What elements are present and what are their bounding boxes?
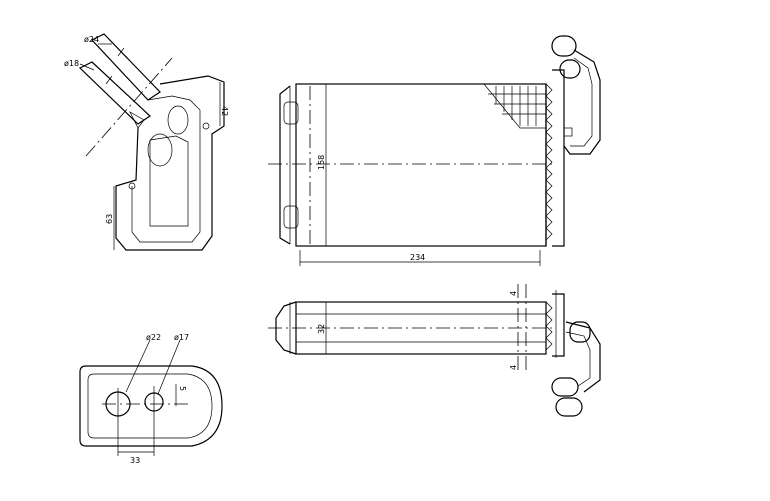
mount-hole [202,122,210,130]
pipe-seal [147,133,173,167]
outlet-pipe-end [551,35,577,57]
dim-bottom-height: 63 [105,214,114,224]
bracket-clip [563,127,573,137]
housing-inner [131,95,201,243]
mount-hole [128,182,136,190]
dim-height: 158 [317,155,326,170]
end-view: ø22 ø17 33 5 [79,333,223,465]
header-plate [552,293,565,357]
inlet-pipe [78,61,151,125]
header-tubes [545,301,553,351]
dim-gap-upper: 4 [509,291,518,296]
core-cavity [149,135,189,227]
left-tank [279,85,291,245]
fin-cutaway [483,83,546,129]
inlet-pipe-end [559,59,581,79]
dim-large-port: ø22 [146,333,161,342]
side-view: ø24 ø18 42 63 [64,33,229,251]
pipe-collar [117,47,125,57]
leader-line [79,63,95,71]
left-tank-boss [283,101,299,125]
front-view: 234 158 [268,35,601,266]
pipe-body-inner [565,331,591,387]
top-view: 4 4 32 [268,284,601,417]
header-tubes [545,83,553,241]
dim-inlet-dia: ø18 [64,59,79,68]
end-cap [275,301,297,355]
section-line [85,57,173,157]
end-plate-inner [87,373,213,439]
dim-top-height: 42 [220,106,229,116]
pipe-end [555,397,583,417]
end-plate-outer [79,365,223,447]
leader-line [125,339,151,393]
flow-arrow [129,111,145,129]
pipe-flange [569,321,591,343]
core-body [295,83,547,247]
dim-thickness: 32 [317,324,326,334]
dim-outlet-dia: ø24 [84,35,99,44]
pipe-seal [167,105,189,135]
pipe-body [565,321,601,393]
dim-gap-lower: 4 [509,365,518,370]
outlet-pipe [91,33,161,101]
leader-line [157,339,181,395]
left-tank-boss [283,205,299,229]
pipe-bracket [563,49,601,155]
header-plate [552,69,565,247]
fin-hatch [488,86,546,126]
pipe-end [551,377,579,397]
dim-small-port: ø17 [174,333,189,342]
dim-small-offset: 5 [178,386,187,391]
pipe-bracket-inner [570,57,593,147]
housing-outline [115,75,225,251]
dim-width: 234 [410,253,425,262]
pipe-collar [105,75,113,85]
dim-spacing: 33 [130,456,140,465]
